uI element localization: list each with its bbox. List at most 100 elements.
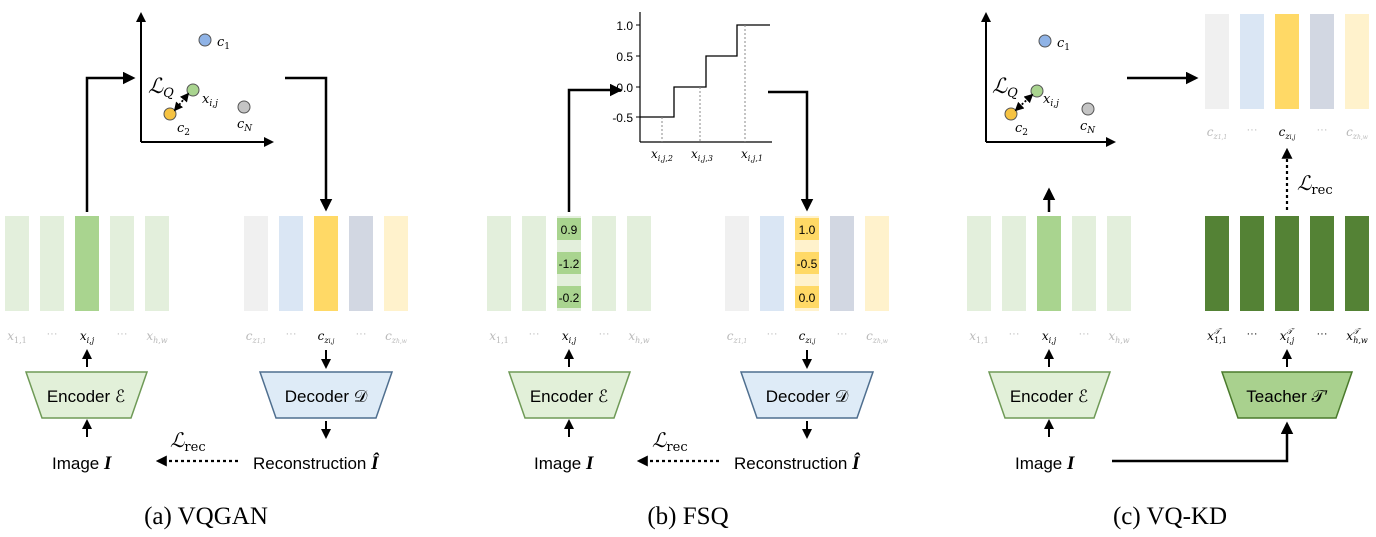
token-label-selected: xi,j <box>1042 329 1057 345</box>
vqkd-loss-q: ℒQ <box>992 74 1018 101</box>
fsq-enc-value: 0.9 <box>561 223 578 237</box>
fsq-loss-rec: ℒrec <box>652 428 688 455</box>
vqgan-distance-arrow <box>173 92 190 112</box>
vqkd-encoder-tokens: x1,1 ··· xi,j ··· xh,w <box>969 328 1130 345</box>
token-label: x1,1 <box>489 329 509 345</box>
code-c2-label: c2 <box>177 121 190 138</box>
code-column <box>384 216 408 311</box>
token-label-selected: xi,j <box>562 329 577 345</box>
code-cN-point <box>1081 102 1095 116</box>
code-column <box>830 216 854 311</box>
feature-column <box>40 216 64 311</box>
vqgan-loss-rec: ℒrec <box>170 428 206 455</box>
point-x-ij <box>1030 84 1044 98</box>
code-c2-label: c2 <box>1015 121 1028 138</box>
code-c1-point <box>1038 34 1052 48</box>
vqkd-caption: (c) VQ-KD <box>1113 503 1227 530</box>
token-label: x1,1 <box>7 329 27 345</box>
vqgan-caption: (a) VQGAN <box>144 503 268 530</box>
fsq-arrow-to-decoder <box>768 90 814 212</box>
feature-column-selected <box>1037 216 1061 311</box>
fsq-decoder-block <box>739 371 875 419</box>
token-ellipsis: ··· <box>1247 328 1258 340</box>
vqgan-arrow-to-codebook <box>85 71 136 212</box>
vqgan-decoder-label: Decoder 𝒟 <box>285 387 368 406</box>
token-label-selected: czi,j <box>1279 125 1296 141</box>
token-ellipsis: ··· <box>1079 328 1090 340</box>
fsq-dec-value-cell <box>795 286 819 308</box>
vqkd-teacher-features <box>1205 216 1369 311</box>
vqkd-image-text: Image I <box>1015 453 1075 474</box>
vqkd-teacher-block <box>1220 371 1354 419</box>
vqkd-codebook-plot: c1 xi,j c2 cN ℒQ <box>981 12 1116 147</box>
code-column <box>244 216 268 311</box>
fsq-step-curve <box>640 24 770 118</box>
ytick-label: 1.0 <box>616 19 633 33</box>
vqgan-loss-q: ℒQ <box>148 74 174 101</box>
vqkd-distance-arrow <box>1014 93 1034 112</box>
vqgan-encoder-label: Encoder ℰ <box>47 387 125 406</box>
token-ellipsis: ··· <box>767 328 778 340</box>
fsq-encoder-block <box>507 371 632 419</box>
feature-column <box>145 216 169 311</box>
vqkd-image-to-teacher-arrow <box>1112 421 1294 463</box>
teacher-column <box>1310 216 1334 311</box>
ytick-label: 0.5 <box>616 50 633 64</box>
fsq-dec-value-cell <box>795 252 819 274</box>
code-cN-label: cN <box>1080 119 1096 136</box>
code-c1-point <box>198 33 212 47</box>
code-column <box>349 216 373 311</box>
token-ellipsis: ··· <box>117 328 128 340</box>
teacher-column <box>1345 216 1369 311</box>
xtick-label: xi,j,3 <box>691 147 713 163</box>
fsq-enc-value-cell <box>557 286 581 308</box>
code-c1-label: c1 <box>217 35 230 52</box>
xtick-label: xi,j,2 <box>651 147 673 163</box>
code-c1-label: c1 <box>1057 36 1070 53</box>
token-label: xh,w <box>628 329 649 345</box>
fsq-caption: (b) FSQ <box>647 503 728 530</box>
vqgan-image-text: Image I <box>52 453 112 474</box>
token-ellipsis: ··· <box>356 328 367 340</box>
fsq-dec-value: 0.0 <box>799 291 816 305</box>
vqgan-recon-text: Reconstruction Î <box>253 452 380 474</box>
code-cN-label: cN <box>237 117 253 134</box>
vqgan-encoder-tokens: x1,1 ··· xi,j ··· xh,w <box>7 328 168 345</box>
vqkd-code-columns <box>1205 14 1369 109</box>
feature-column <box>627 216 651 311</box>
teacher-column <box>1240 216 1264 311</box>
point-x-ij-label: xi,j <box>202 92 218 109</box>
token-label: czh,w <box>866 329 889 345</box>
token-label-selected: czi,j <box>318 329 335 345</box>
token-ellipsis: ··· <box>47 328 58 340</box>
token-ellipsis: ··· <box>1009 328 1020 340</box>
vqkd-encoder-block <box>987 371 1112 419</box>
fsq-step-plot: 1.0 0.5 0.0 -0.5 xi,j,2 xi,j,3 xi,j,1 <box>612 12 772 163</box>
code-column <box>279 216 303 311</box>
code-column <box>760 216 784 311</box>
fsq-encoder-label: Encoder ℰ <box>530 387 608 406</box>
code-c2-point <box>1004 107 1018 121</box>
code-column <box>1345 14 1369 109</box>
token-label: xh,w <box>146 329 167 345</box>
code-column <box>725 216 749 311</box>
feature-column <box>1107 216 1131 311</box>
ytick-label: 0.0 <box>616 81 633 95</box>
token-label: cz1,1 <box>1207 125 1228 141</box>
code-column <box>1240 14 1264 109</box>
feature-column <box>522 216 546 311</box>
token-label: czh,w <box>1346 125 1369 141</box>
panel-fsq: 1.0 0.5 0.0 -0.5 xi,j,2 xi,j,3 xi,j,1 0.… <box>487 12 889 530</box>
token-ellipsis: ··· <box>1317 328 1328 340</box>
vqkd-code-tokens: cz1,1 ··· czi,j ··· czh,w <box>1207 124 1369 141</box>
feature-column <box>1002 216 1026 311</box>
vqgan-codebook-plot: c1 xi,j c2 cN ℒQ <box>136 12 274 147</box>
fsq-image-text: Image I <box>534 453 594 474</box>
vqkd-loss-rec: ℒrec <box>1297 171 1333 198</box>
code-column-selected <box>1275 14 1299 109</box>
